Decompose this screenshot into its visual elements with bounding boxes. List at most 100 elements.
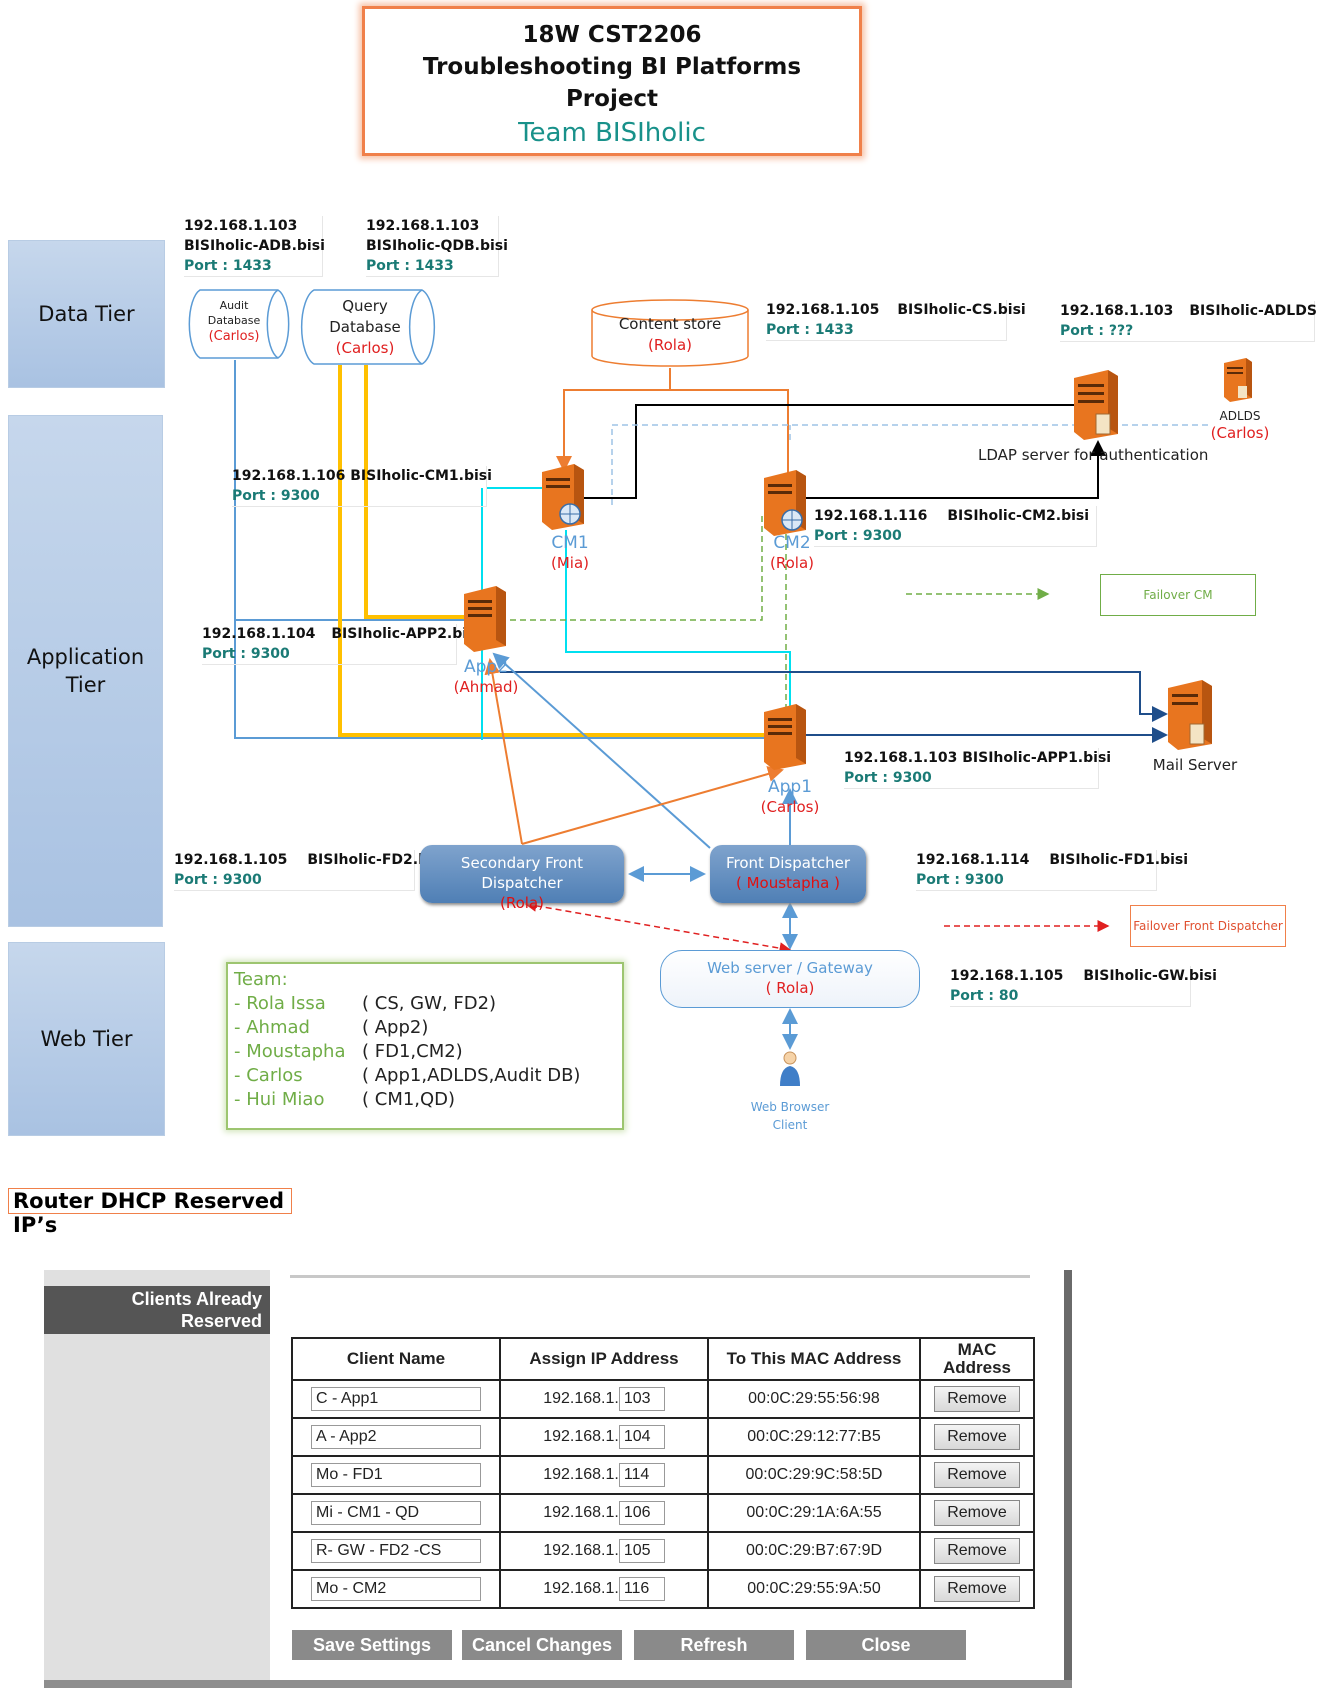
gw-ip: 192.168.1.105 [950,968,1064,984]
col-mac-action: MAC Address [919,1337,1035,1381]
ldap-server-icon [1074,370,1118,440]
adlds-server-icon [1224,358,1252,402]
adlds-ip: 192.168.1.103 [1060,303,1174,319]
ip-suffix-input[interactable]: 105 [618,1539,665,1563]
audit-db-label: Audit Database (Carlos) [184,298,284,346]
failover-cm-legend: Failover CM [1100,574,1256,616]
ip-suffix-input[interactable]: 103 [618,1387,665,1411]
mac-address: 00:0C:29:9C:58:5D [707,1455,921,1495]
query-db-owner: (Carlos) [335,339,395,357]
title-box: 18W CST2206 Troubleshooting BI Platforms… [362,6,862,156]
ip-prefix: 192.168.1. [543,1466,619,1484]
query-db-label-1: Query [342,297,388,315]
query-db-label-2: Database [329,318,401,336]
team-box: Team: - Rola Issa( CS, GW, FD2) - Ahmad(… [226,962,624,1130]
app1-info: 192.168.1.103 BISIholic-APP1.bisi Port :… [844,748,1111,789]
col-assign-ip: Assign IP Address [499,1337,709,1381]
remove-button[interactable]: Remove [934,1500,1020,1526]
ip-prefix: 192.168.1. [543,1504,619,1522]
ip-suffix-input[interactable]: 116 [618,1577,665,1601]
cm1-server-icon [542,464,584,530]
cm1-port: Port : 9300 [232,488,320,504]
gw-host: BISIholic-GW.bisi [1083,968,1217,984]
ip-prefix: 192.168.1. [543,1542,619,1560]
app1-name: App1 [767,777,813,797]
adb-info: 192.168.1.103 BISIholic-ADB.bisi Port : … [184,216,325,277]
router-bottom-border [44,1680,1072,1688]
web-tier-label: Web Tier [40,1027,133,1051]
fd2-port: Port : 9300 [174,872,262,888]
member-name: - Hui Miao [234,1089,325,1110]
team-header: Team: [234,969,288,990]
member-role: ( FD1,CM2) [362,1041,463,1062]
qdb-port: Port : 1433 [366,258,454,274]
client-name-input[interactable]: C - App1 [311,1387,481,1411]
member-name: - Moustapha [234,1041,346,1062]
client-name-input[interactable]: R- GW - FD2 -CS [311,1539,481,1563]
title-line-2: Troubleshooting BI Platforms [422,54,802,80]
secondary-fd-name: Secondary Front Dispatcher [460,854,584,892]
cm1-info: 192.168.1.106 BISIholic-CM1.bisi Port : … [232,466,492,507]
app2-label: App2 (Ahmad) [446,656,526,696]
fd1-ip: 192.168.1.114 [916,852,1030,868]
router-divider [290,1275,1030,1278]
cm2-host: BISIholic-CM2.bisi [947,508,1090,524]
remove-button[interactable]: Remove [934,1462,1020,1488]
member-name: - Rola Issa [234,993,326,1014]
mac-address: 00:0C:29:B7:67:9D [707,1531,921,1571]
app1-host: BISIholic-APP1.bisi [962,750,1112,766]
client-name-input[interactable]: Mo - FD1 [311,1463,481,1487]
table-row: Mi - CM1 - QD 192.168.1.106 00:0C:29:1A:… [291,1493,1035,1533]
client-label-2: Client [772,1118,808,1132]
audit-db-label-1: Audit [219,299,249,312]
clients-reserved-label-2: Reserved [180,1311,262,1331]
connection-lines [234,360,1210,1050]
save-settings-button[interactable]: Save Settings [292,1630,452,1660]
remove-button[interactable]: Remove [934,1538,1020,1564]
client-name-input[interactable]: Mo - CM2 [311,1577,481,1601]
member-role: ( CS, GW, FD2) [362,993,497,1014]
client-name-input[interactable]: A - App2 [311,1425,481,1449]
data-tier-box: Data Tier [8,240,165,388]
audit-db-label-2: Database [207,314,261,327]
fd2-ip: 192.168.1.105 [174,852,288,868]
remove-button[interactable]: Remove [934,1576,1020,1602]
app2-host: BISIholic-APP2.bisi [331,626,481,642]
title-line-3: Project [565,86,659,112]
app1-label: App1 (Carlos) [750,776,830,816]
content-store-name: Content store [618,315,722,333]
refresh-button[interactable]: Refresh [634,1630,794,1660]
cancel-changes-button[interactable]: Cancel Changes [462,1630,622,1660]
mac-address: 00:0C:29:1A:6A:55 [707,1493,921,1533]
query-db-label: Query Database (Carlos) [300,296,430,359]
audit-db-owner: (Carlos) [208,329,260,344]
app1-owner: (Carlos) [760,798,820,816]
close-button[interactable]: Close [806,1630,966,1660]
app2-server-icon [464,586,506,652]
user-icon [780,1051,800,1086]
remove-button[interactable]: Remove [934,1424,1020,1450]
client-name-input[interactable]: Mi - CM1 - QD [311,1501,481,1525]
cm1-ip: 192.168.1.106 [232,468,346,484]
table-row: C - App1 192.168.1.103 00:0C:29:55:56:98… [291,1379,1035,1419]
cm2-server-icon [764,470,806,536]
gateway-name: Web server / Gateway [707,959,873,977]
app2-ip: 192.168.1.104 [202,626,316,642]
remove-button[interactable]: Remove [934,1386,1020,1412]
application-tier-label: Application Tier [26,645,145,697]
member-role: ( App2) [362,1017,429,1038]
adlds-owner: (Carlos) [1210,424,1270,442]
app2-owner: (Ahmad) [453,678,519,696]
ip-suffix-input[interactable]: 114 [618,1463,665,1487]
router-right-border [1064,1270,1072,1688]
mac-address: 00:0C:29:55:56:98 [707,1379,921,1419]
clients-reserved-header: Clients Already Reserved [44,1286,270,1334]
cs-ip: 192.168.1.105 [766,302,880,318]
ip-suffix-input[interactable]: 104 [618,1425,665,1449]
fd2-host: BISIholic-FD2.bisi [307,852,447,868]
ip-suffix-input[interactable]: 106 [618,1501,665,1525]
web-browser-client-label: Web Browser Client [730,1098,850,1134]
web-gateway: Web server / Gateway ( Rola) [660,950,920,1008]
